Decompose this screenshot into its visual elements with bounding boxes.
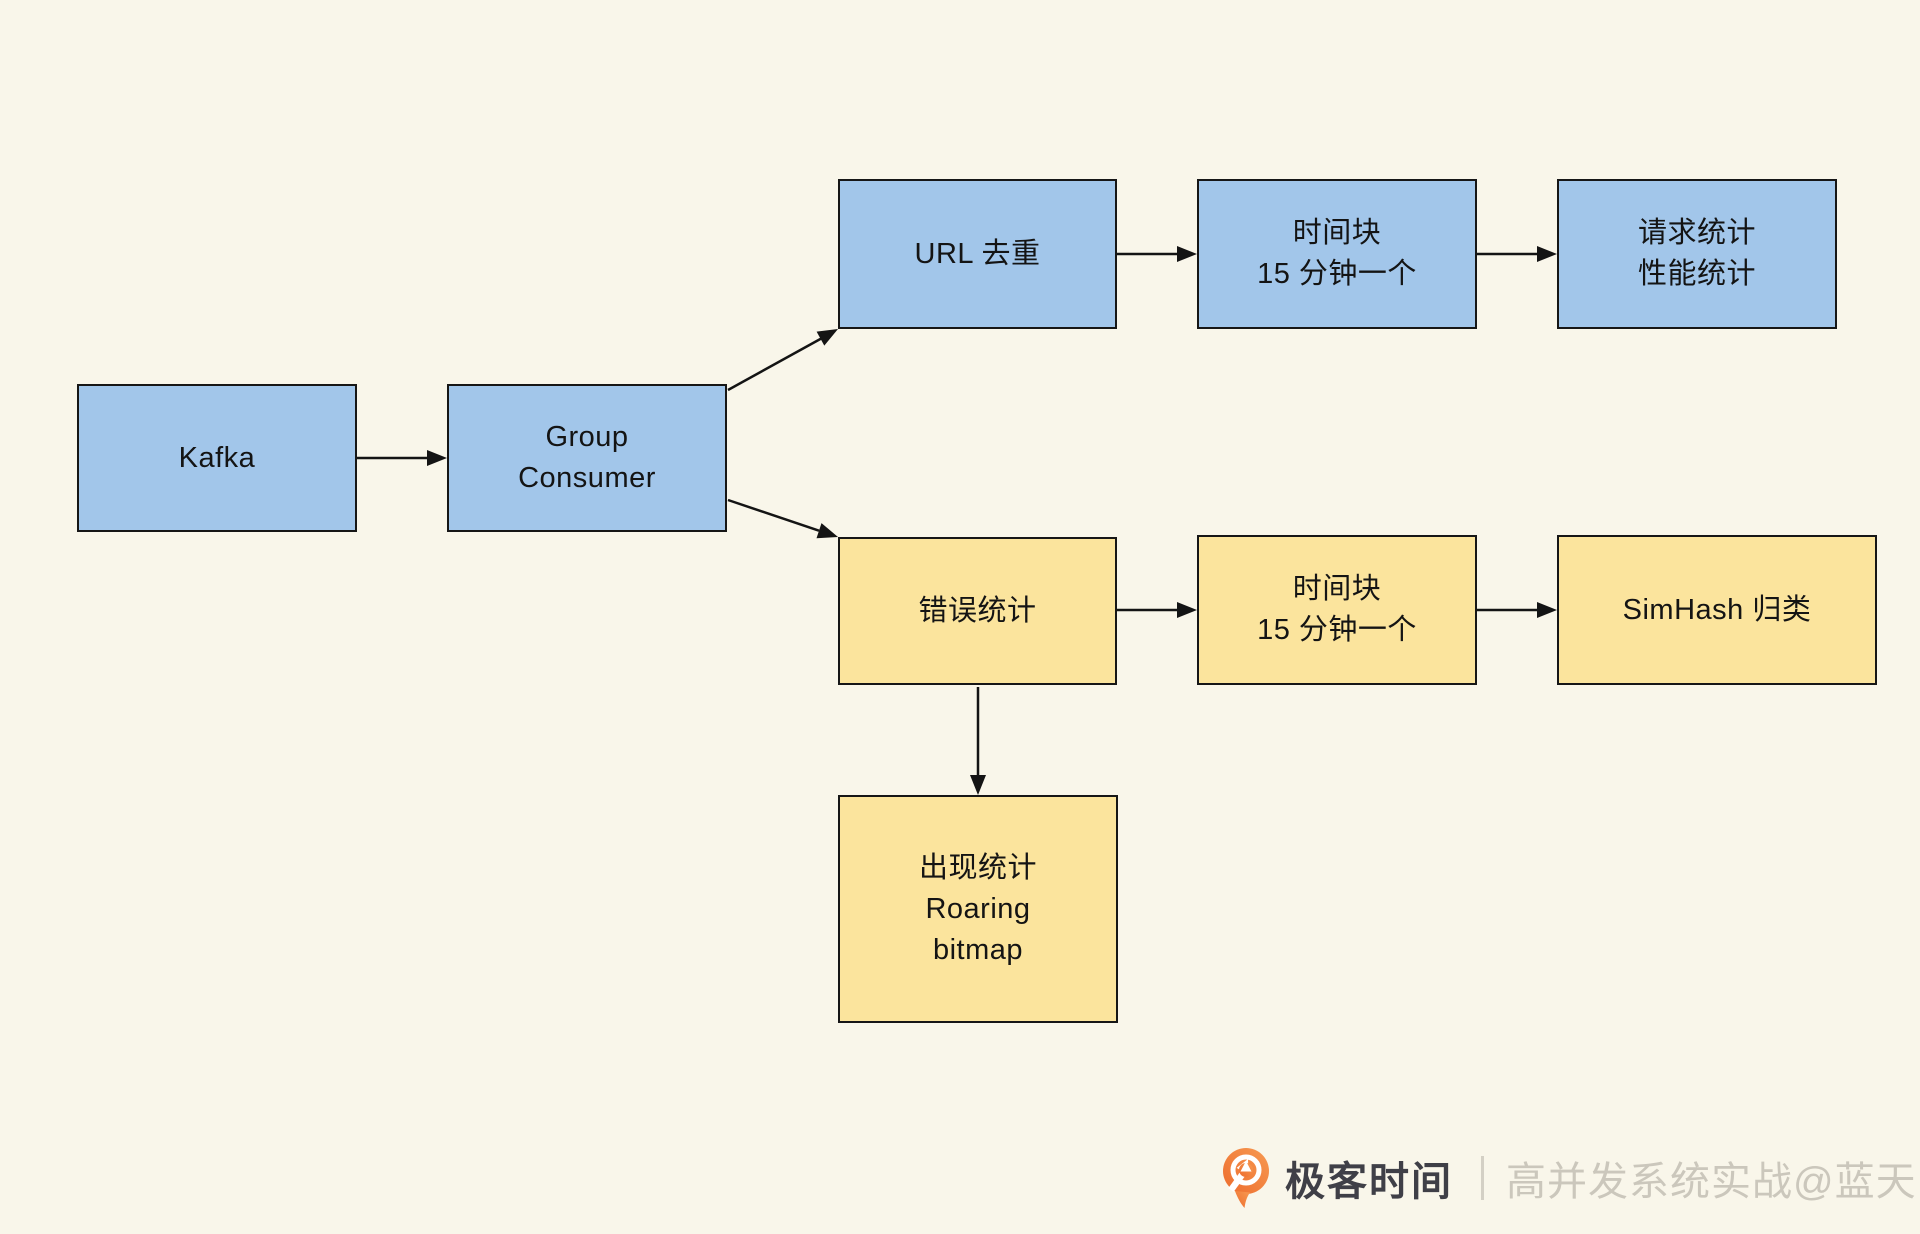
watermark: 极客时间 高并发系统实战@蓝天 [1221, 1146, 1917, 1210]
node-time-block-bottom: 时间块 15 分钟一个 [1197, 535, 1477, 685]
node-label: 出现统计 [918, 851, 1037, 884]
arrow-error-stats-to-occurrence-stats [970, 687, 986, 795]
node-label: SimHash 归类 [1622, 593, 1812, 626]
credit-text: 高并发系统实战@蓝天 [1506, 1160, 1917, 1204]
node-label: Roaring [925, 892, 1031, 925]
geektime-logo-icon [1223, 1148, 1269, 1208]
node-request-stats: 请求统计 性能统计 [1557, 179, 1837, 329]
arrow-time-block-top-to-request-stats [1477, 246, 1557, 262]
arrow-kafka-to-group-consumer [357, 450, 447, 466]
node-occurrence-stats: 出现统计 Roaring bitmap [838, 795, 1118, 1023]
node-label: Kafka [178, 441, 256, 474]
node-group-consumer: Group Consumer [447, 384, 727, 532]
node-label: 请求统计 [1637, 217, 1756, 249]
separator-bar [1481, 1156, 1484, 1200]
node-label: 15 分钟一个 [1257, 614, 1417, 646]
node-label: Group [545, 421, 629, 453]
node-label: URL 去重 [914, 237, 1041, 270]
arrow-url-dedup-to-time-block-top [1117, 246, 1197, 262]
node-label: 时间块 [1292, 573, 1382, 605]
node-time-block-top: 时间块 15 分钟一个 [1197, 179, 1477, 329]
brand-name: 极客时间 [1285, 1160, 1453, 1204]
node-url-dedup: URL 去重 [838, 179, 1117, 329]
node-label: 15 分钟一个 [1257, 258, 1417, 290]
node-label: bitmap [932, 933, 1024, 966]
node-label: Consumer [518, 462, 656, 494]
node-error-stats: 错误统计 [838, 537, 1117, 685]
node-simhash: SimHash 归类 [1557, 535, 1877, 685]
node-label: 性能统计 [1637, 258, 1756, 290]
arrow-group-consumer-to-url-dedup [727, 329, 838, 392]
node-kafka: Kafka [77, 384, 357, 532]
arrow-group-consumer-to-error-stats [727, 498, 838, 539]
node-label: 时间块 [1292, 217, 1382, 249]
arrow-error-stats-to-time-block-bottom [1117, 602, 1197, 618]
node-label: 错误统计 [918, 594, 1037, 627]
arrow-time-block-bottom-to-simhash [1477, 602, 1557, 618]
